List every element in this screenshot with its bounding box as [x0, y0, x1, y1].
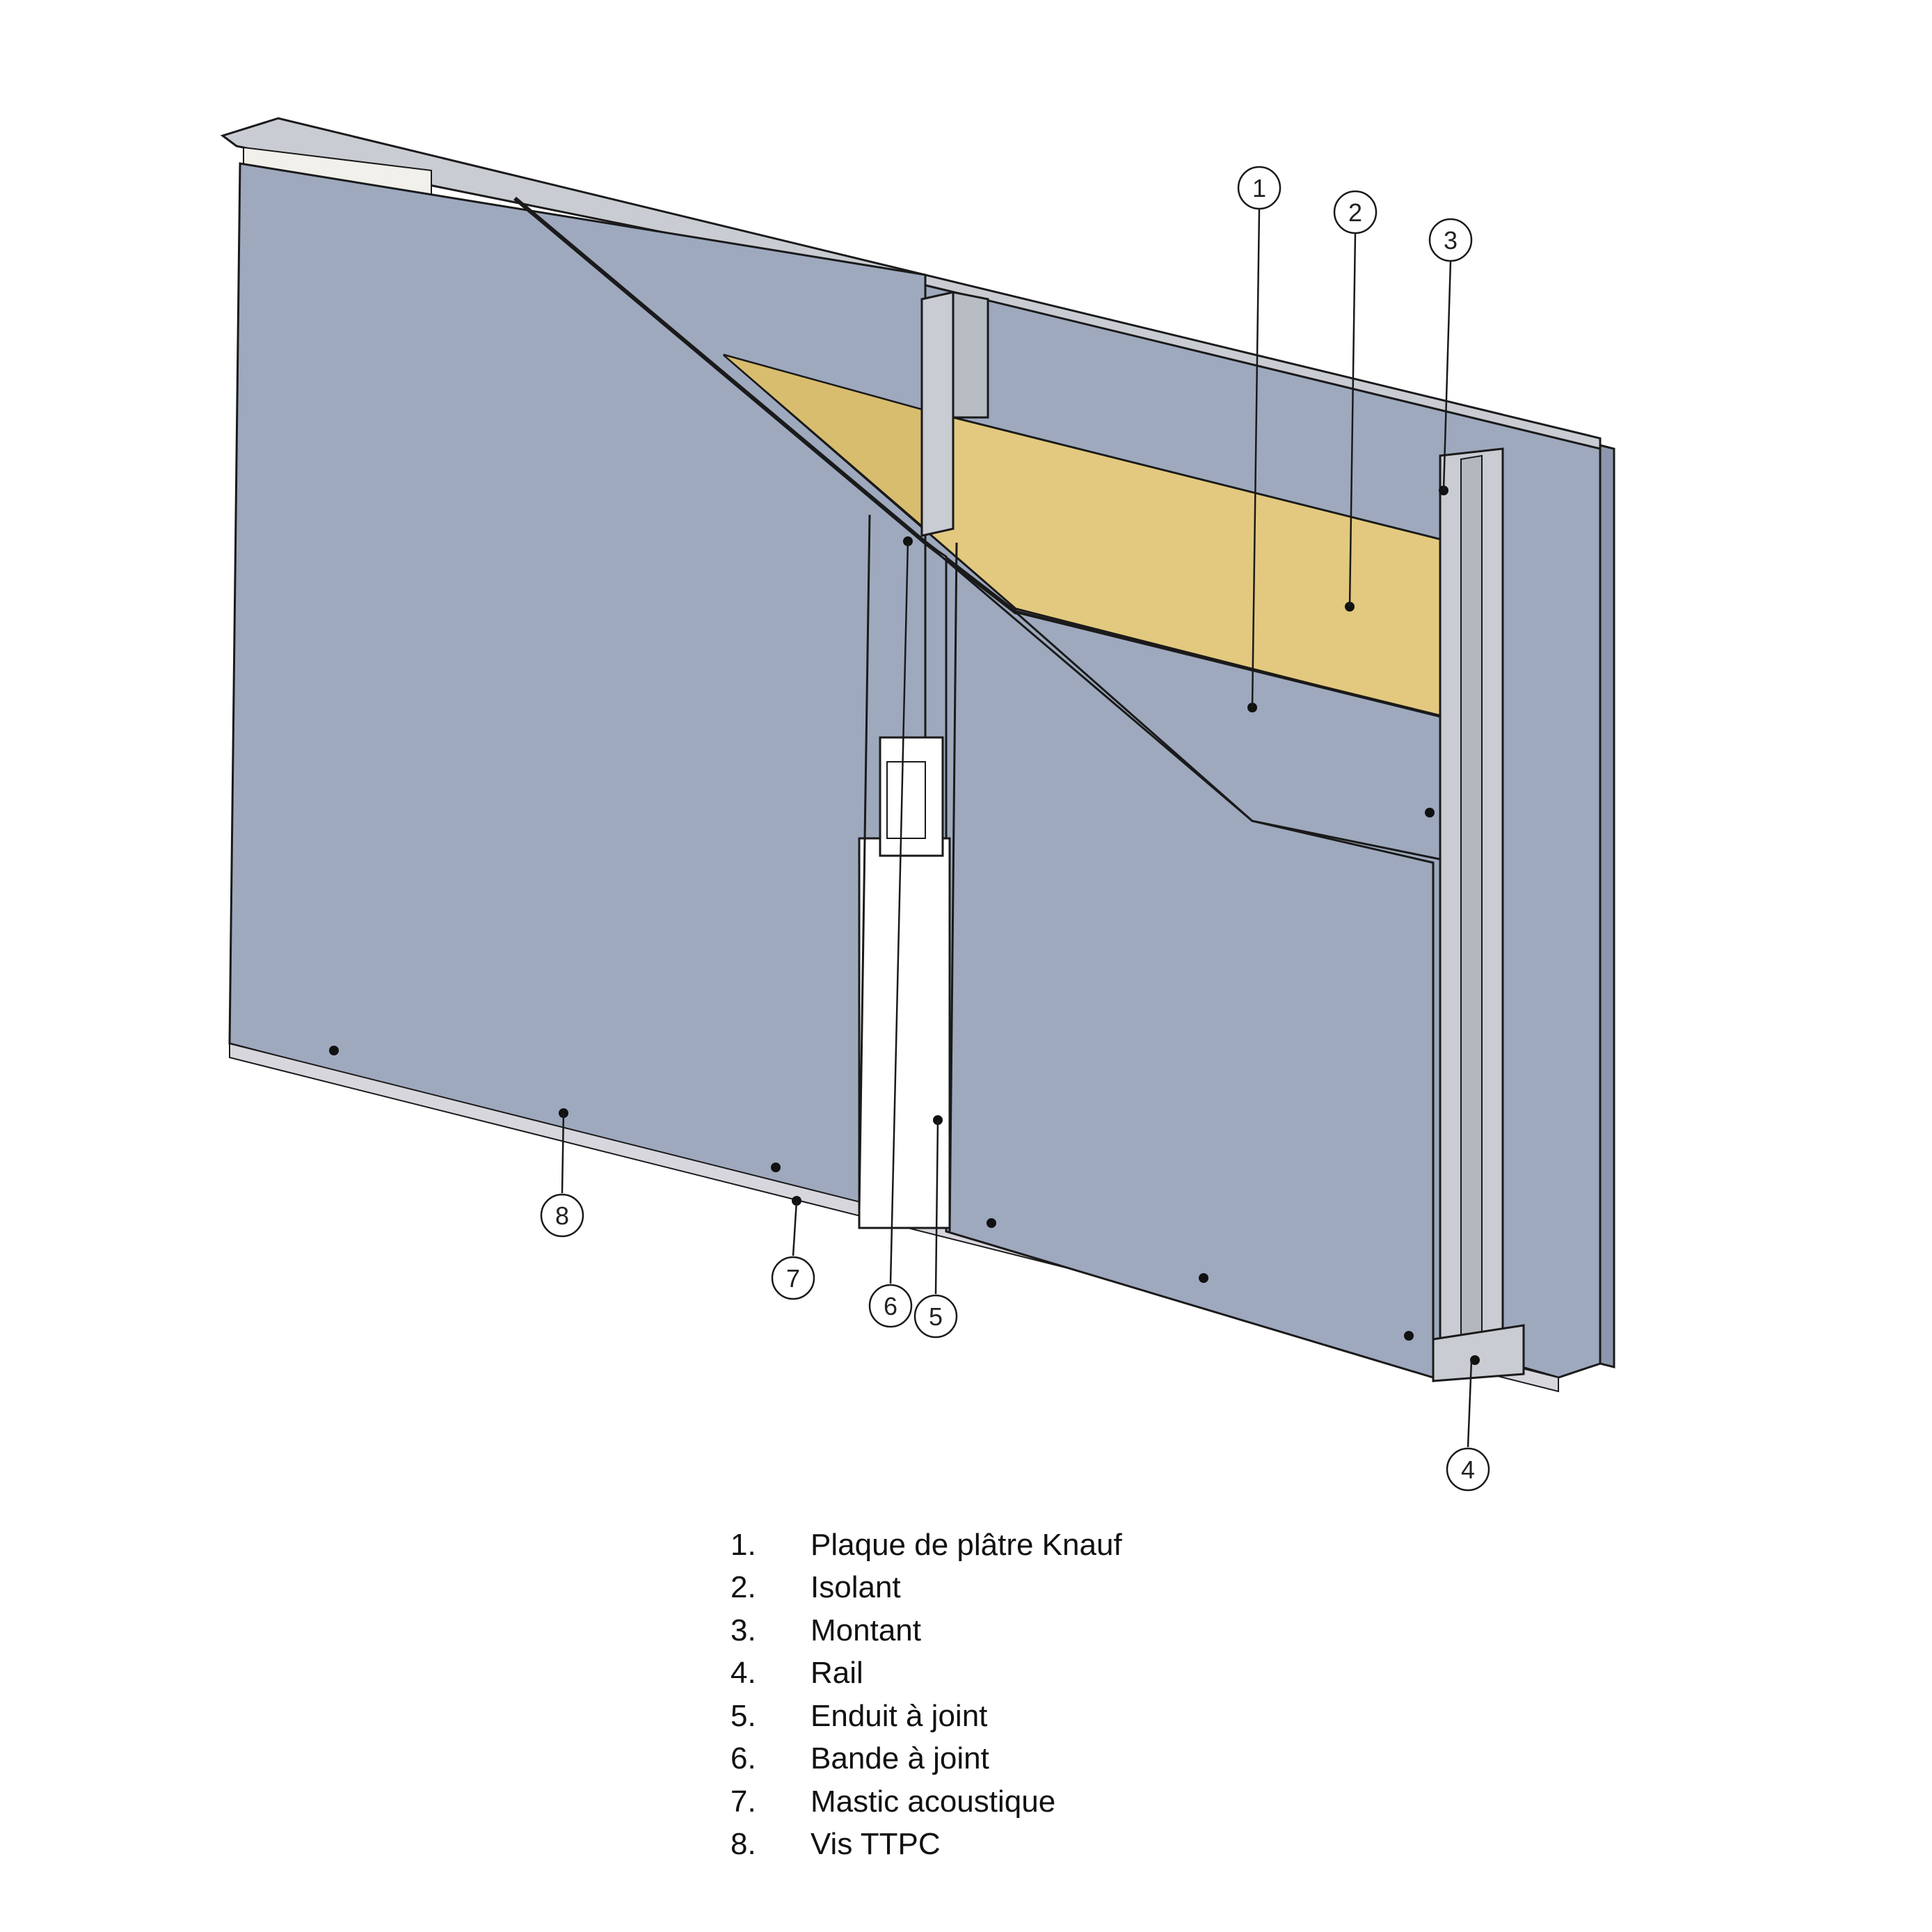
stud-middle-flange	[952, 291, 989, 419]
legend-label: Vis TTPC	[811, 1827, 941, 1862]
legend-label: Mastic acoustique	[811, 1784, 1056, 1819]
legend-label: Montant	[811, 1613, 921, 1647]
legend: 1. Plaque de plâtre Knauf 2. Isolant 3. …	[731, 1524, 1565, 1866]
callout-7: 7	[771, 1256, 815, 1300]
screw	[987, 1218, 996, 1228]
stud-middle	[920, 291, 955, 537]
legend-item: 7. Mastic acoustique	[731, 1780, 1565, 1823]
top-rail	[220, 117, 1602, 450]
callout-6: 6	[868, 1284, 913, 1328]
legend-item: 5. Enduit à joint	[731, 1695, 1565, 1738]
bottom-rail	[1432, 1324, 1525, 1382]
joint-line-left	[858, 514, 871, 1211]
callout-3: 3	[1428, 218, 1473, 262]
legend-item: 1. Plaque de plâtre Knauf	[731, 1524, 1565, 1567]
svg-text:7: 7	[786, 1264, 800, 1293]
stud-right-inner	[1460, 454, 1483, 1362]
legend-number: 8.	[731, 1827, 756, 1862]
svg-text:3: 3	[1444, 226, 1458, 255]
legend-number: 2.	[731, 1570, 756, 1605]
legend-item: 6. Bande à joint	[731, 1738, 1565, 1781]
callout-8: 8	[540, 1193, 584, 1238]
callout-2: 2	[1333, 190, 1378, 234]
svg-text:6: 6	[884, 1292, 897, 1320]
screw	[329, 1046, 339, 1055]
legend-label: Plaque de plâtre Knauf	[811, 1527, 1122, 1562]
callout-4: 4	[1446, 1447, 1490, 1492]
joint-line-right	[948, 542, 958, 1232]
screw	[1425, 808, 1435, 817]
legend-label: Bande à joint	[811, 1741, 989, 1776]
legend-number: 3.	[731, 1613, 756, 1647]
legend-number: 7.	[731, 1784, 756, 1819]
svg-text:5: 5	[929, 1302, 943, 1331]
callout-1: 1	[1237, 166, 1282, 210]
legend-label: Enduit à joint	[811, 1698, 988, 1733]
joint-compound	[858, 837, 951, 1229]
legend-item: 8. Vis TTPC	[731, 1823, 1565, 1867]
legend-number: 4.	[731, 1656, 756, 1691]
back-board-edge	[1599, 444, 1615, 1368]
svg-text:2: 2	[1348, 198, 1362, 227]
callout-5: 5	[913, 1294, 958, 1339]
svg-text:1: 1	[1252, 174, 1266, 202]
screw	[1470, 1355, 1480, 1365]
legend-number: 1.	[731, 1527, 756, 1562]
joint-tape-inner	[886, 761, 926, 839]
leader-lines	[561, 208, 1473, 1448]
legend-label: Rail	[811, 1656, 863, 1691]
svg-text:8: 8	[555, 1201, 569, 1230]
screw	[771, 1163, 781, 1172]
screw	[1404, 1331, 1414, 1341]
legend-item: 3. Montant	[731, 1609, 1565, 1652]
svg-text:4: 4	[1461, 1455, 1475, 1484]
legend-label: Isolant	[811, 1570, 901, 1605]
screw	[1199, 1273, 1208, 1283]
legend-number: 6.	[731, 1741, 756, 1776]
legend-number: 5.	[731, 1698, 756, 1733]
legend-item: 4. Rail	[731, 1652, 1565, 1695]
legend-item: 2. Isolant	[731, 1567, 1565, 1610]
